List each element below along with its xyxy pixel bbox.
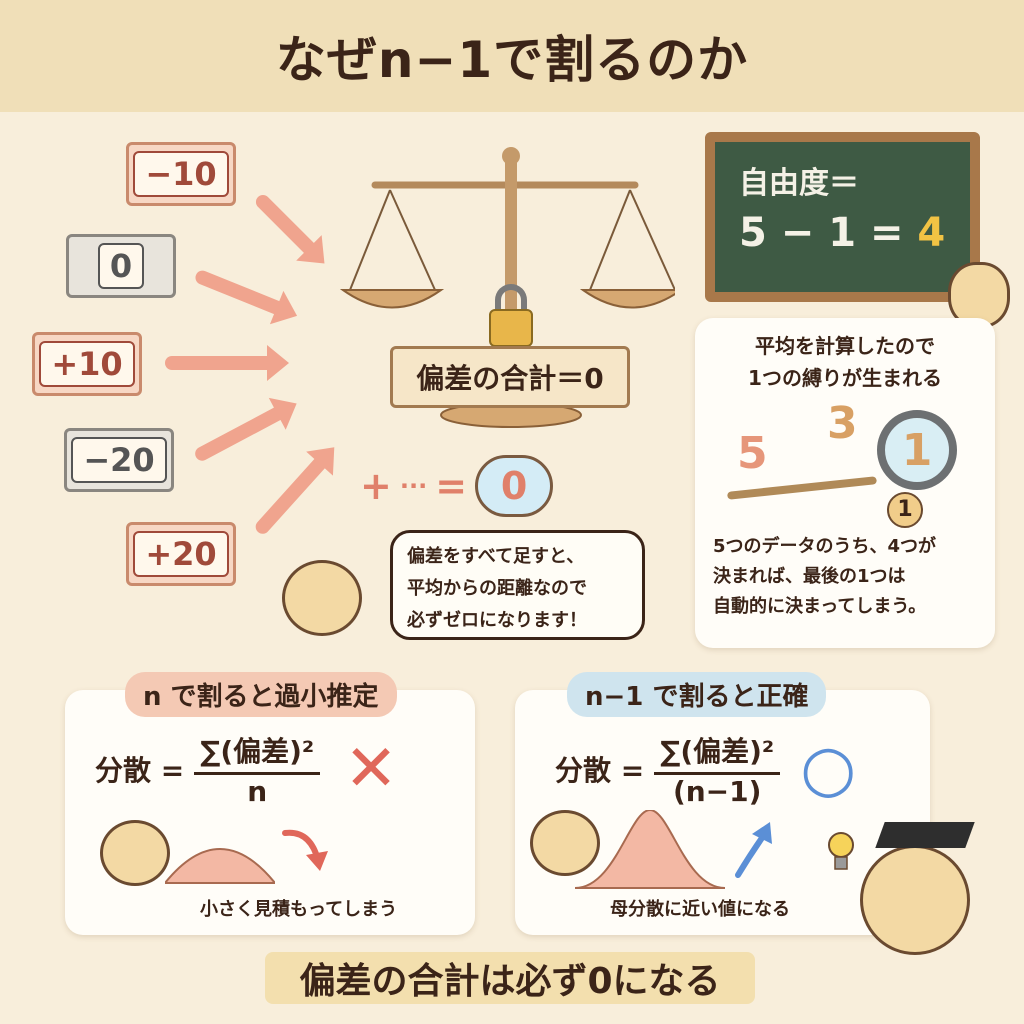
deviation-card: +10 [32,332,142,396]
small-curve-icon [165,848,275,884]
arrow-icon [253,192,320,259]
deviation-value: +10 [39,341,135,387]
arrow-icon [193,268,287,318]
n-minus-1-panel-tag: n−1 で割ると正確 [567,672,827,717]
number-three: 3 [827,398,858,449]
cloud-result: 0 [475,455,554,517]
constraint-body: 決まれば、最後の1つは [713,566,906,587]
numerator: ∑(偏差)² [654,730,781,775]
chalkboard: 自由度＝ 5 − 1 = 4 [705,132,980,302]
n-panel-tag: n で割ると過小推定 [125,672,397,717]
graduation-cap-icon [875,822,975,848]
deviation-card: +20 [126,522,236,586]
deviation-card: 0 [66,234,176,298]
deviation-card: −20 [64,428,174,492]
sad-character [100,820,170,886]
variance-label: 分散 = [555,754,645,787]
numbers-illustration: 5 3 1 1 [707,398,983,528]
rope-icon [726,476,878,500]
ellipsis: ··· [399,472,428,500]
n-minus-1-panel-caption: 母分散に近い値になる [610,899,790,920]
down-arrow-icon [282,829,328,871]
variance-label: 分散 = [95,754,185,787]
deviation-value: −20 [71,437,167,483]
page-title: なぜn−1で割るのか [275,31,749,89]
denominator: (n−1) [672,775,762,808]
number-five: 5 [737,428,768,479]
constraint-heading: 1つの縛りが生まれる [748,366,942,390]
constraint-heading: 平均を計算したので [755,334,935,358]
equals-sign: = [435,464,468,508]
arrow-icon [165,345,289,381]
speech-line: 必ずゼロになります！ [407,610,587,631]
chalkboard-line1: 自由度＝ [739,166,859,201]
deviation-value: −10 [133,151,229,197]
speech-line: 平均からの距離なので [407,578,587,599]
lightbulb-icon [828,832,854,870]
balance-scale-icon [339,147,675,428]
chalkboard-result: 4 [917,210,946,256]
constraint-body: 自動的に決まってしまう。 [713,596,927,617]
happy-character [530,810,600,876]
title-band: なぜn−1で割るのか [0,0,1024,112]
number-one-badge: 1 [887,492,923,528]
numerator: ∑(偏差)² [194,730,321,775]
constraint-card: 平均を計算したので 1つの縛りが生まれる 5 3 1 1 5つのデータのうち、4… [695,318,995,648]
plus-sign: + [360,464,392,508]
character-avatar [282,560,362,636]
bell-curve-icon [575,810,725,889]
deviation-value: 0 [97,243,145,289]
arrow-icon [192,403,288,464]
chalkboard-equation: 5 − 1 = [739,210,918,256]
sum-equation: + ··· = 0 [360,455,554,517]
deviation-value: +20 [133,531,229,577]
up-arrow-icon [735,822,772,878]
constraint-body: 5つのデータのうち、4つが [713,536,937,557]
scale-banner: 偏差の合計＝0 [390,346,630,408]
arrow-icon [252,453,331,537]
circle-icon: ○ [800,732,857,806]
deviation-card: −10 [126,142,236,206]
denominator: n [247,775,268,808]
speech-bubble: 偏差をすべて足すと、 平均からの距離なので 必ずゼロになります！ [390,530,645,640]
cross-icon: ✕ [344,732,398,806]
graduate-character [860,845,970,955]
footer-message: 偏差の合計は必ず0になる [265,952,755,1004]
speech-line: 偏差をすべて足すと、 [407,546,585,567]
n-panel-caption: 小さく見積もってしまう [200,899,398,920]
magnifier-number: 1 [877,410,957,490]
